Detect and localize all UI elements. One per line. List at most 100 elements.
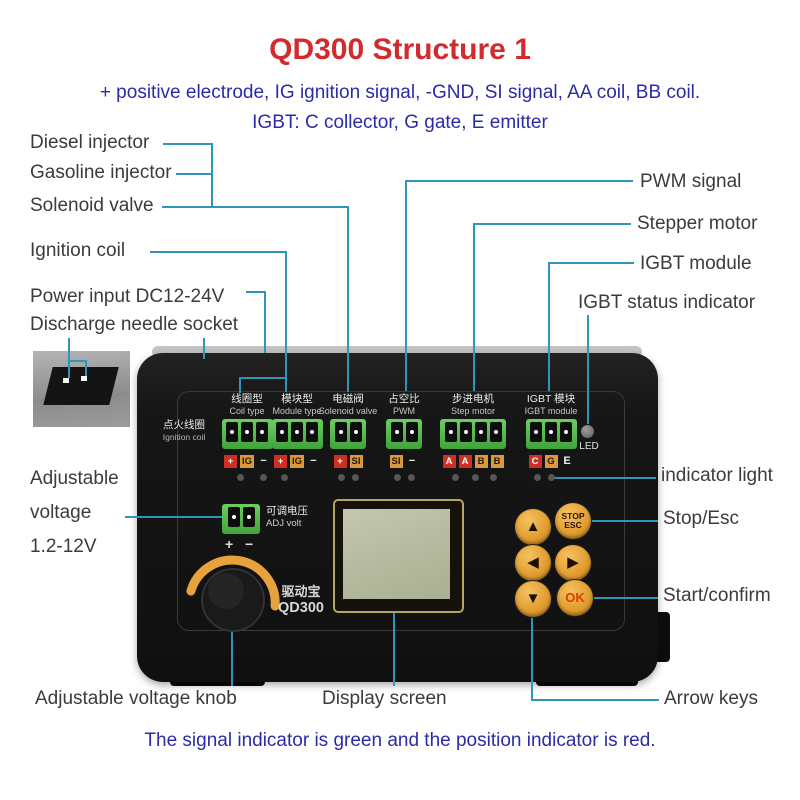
signal-badge: SI [349, 455, 363, 468]
ignition-coil-en: Ignition coil [162, 432, 206, 442]
signal-badge: − [310, 455, 317, 467]
right-arrow-button: ▶ [555, 545, 591, 581]
connector-line-display [393, 612, 395, 686]
callout-diesel-injector: Diesel injector [30, 132, 150, 153]
terminal-port [545, 422, 557, 442]
signal-badge: SI [389, 455, 403, 468]
signal-badge: B [474, 455, 488, 468]
knob-arc [186, 555, 280, 611]
terminal-label-en: IGBT module [524, 406, 578, 416]
brand-model: QD300 [278, 600, 324, 616]
ignition-coil-cn: 点火线圈 [163, 419, 205, 431]
signal-badge: + [333, 455, 347, 468]
connector-line-discharge-v2 [203, 338, 205, 359]
connector-line-igbt-status-v [587, 315, 589, 424]
terminal-port [241, 422, 253, 442]
connector-line-pwm-h [405, 180, 633, 182]
connector-line-diesel [163, 143, 213, 145]
ok-button: OK [557, 580, 593, 616]
callout-igbt-module: IGBT module [640, 253, 752, 274]
up-arrow-icon: ▲ [525, 518, 541, 535]
indicator-dot [490, 474, 497, 481]
right-arrow-icon: ▶ [567, 554, 579, 571]
discharge-socket-slab [43, 367, 119, 405]
stop-label: STOP [561, 511, 585, 521]
indicator-dot [548, 474, 555, 481]
signal-badge: IG [239, 455, 255, 468]
signal-badge: A [458, 455, 472, 468]
callout-voltage-knob: Adjustable voltage knob [35, 688, 237, 709]
indicator-dot [408, 474, 415, 481]
callout-gasoline-injector: Gasoline injector [30, 162, 172, 183]
connector-line-indicator [554, 477, 656, 479]
signal-badge: IG [289, 455, 305, 468]
left-arrow-icon: ◀ [527, 554, 539, 571]
callout-adjustable-3: 1.2-12V [30, 536, 97, 557]
connector-line-arrows-h [531, 699, 659, 701]
igbt-status-led [581, 425, 594, 438]
terminal-port [291, 422, 303, 442]
signal-badges: +IG− [249, 455, 345, 468]
connector-line-igbt-h [548, 262, 634, 264]
indicator-dot [394, 474, 401, 481]
terminal-block [440, 419, 506, 449]
connector-line-solenoid-v [347, 206, 349, 392]
signal-badge: B [490, 455, 504, 468]
terminal-label-cn: 线圈型 [231, 393, 263, 405]
connector-line-adj-volt [125, 516, 222, 518]
callout-adjustable-1: Adjustable [30, 468, 119, 489]
terminal-label-cn: 占空比 [388, 393, 420, 405]
terminal-port [390, 422, 403, 442]
callout-adjustable-2: voltage [30, 502, 92, 523]
terminal-port [560, 422, 572, 442]
connector-line-arrows-v [531, 618, 533, 701]
page-title: QD300 Structure 1 [269, 33, 531, 66]
up-arrow-button: ▲ [515, 509, 551, 545]
connector-line-power-h [246, 291, 266, 293]
terminal-port [489, 422, 502, 442]
indicator-dot [352, 474, 359, 481]
terminal-label-cn: 步进电机 [452, 393, 494, 405]
discharge-pin-right [81, 376, 87, 381]
terminal-label-cn: 模块型 [281, 393, 313, 405]
signal-badges: SI− [356, 455, 452, 468]
indicator-dot [472, 474, 479, 481]
callout-ignition-coil: Ignition coil [30, 240, 126, 261]
led-label: LED [579, 441, 599, 452]
callout-start-confirm: Start/confirm [663, 585, 771, 606]
terminal-port [242, 507, 255, 527]
connector-line-pwm-v [405, 180, 407, 391]
terminal-label-en: Module type [272, 406, 322, 416]
connector-line-discharge-branch-v [85, 360, 87, 376]
callout-power-input: Power input DC12-24V [30, 286, 225, 307]
terminal-port [459, 422, 472, 442]
subtitle-line-2: IGBT: C collector, G gate, E emitter [252, 112, 548, 133]
knob-highlight [208, 573, 244, 609]
signal-badge: − [260, 455, 267, 467]
callout-stepper-motor: Stepper motor [637, 213, 758, 234]
callout-pwm-signal: PWM signal [640, 171, 742, 192]
signal-badges: +IG− [199, 455, 295, 468]
callout-igbt-status: IGBT status indicator [578, 292, 756, 313]
indicator-dot [260, 474, 267, 481]
connector-line-gasoline [176, 173, 213, 175]
terminal-label-cn: IGBT 模块 [526, 393, 576, 405]
adj-volt-label: 可调电压 ADJ volt [266, 505, 308, 529]
callout-discharge-socket: Discharge needle socket [30, 314, 239, 335]
connector-line-discharge-branch-h [68, 360, 87, 362]
callout-arrow-keys: Arrow keys [664, 688, 758, 709]
terminal-port [226, 422, 238, 442]
signal-badge: C [528, 455, 542, 468]
esc-label: ESC [564, 520, 582, 530]
brand-cn: 驱动宝 [281, 584, 321, 599]
connector-line-discharge-v1 [68, 338, 70, 378]
connector-line-ignition-branch-h [239, 377, 287, 379]
callout-indicator-light: indicator light [661, 465, 773, 486]
footnote: The signal indicator is green and the po… [144, 730, 656, 751]
signal-badge: G [544, 455, 558, 468]
